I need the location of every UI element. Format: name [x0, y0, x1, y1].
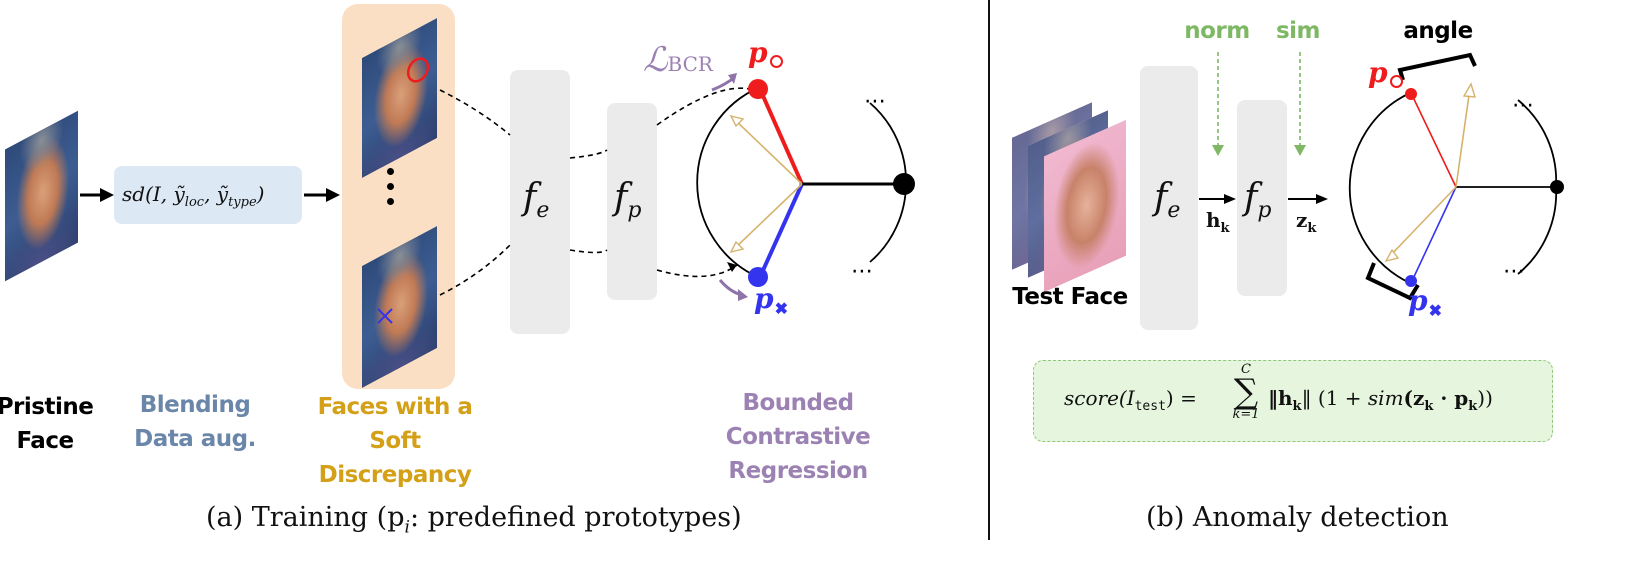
- score-formula-box: [1033, 360, 1553, 442]
- test-face-label: Test Face: [1012, 284, 1128, 310]
- arrow-to-blending: [80, 188, 114, 202]
- angle-label: angle: [1403, 18, 1473, 44]
- norm-label: norm: [1184, 18, 1250, 44]
- fe-encoder-label: fe: [523, 177, 550, 224]
- fp-projector-block: [607, 103, 657, 300]
- prototype-fake-label: p✖: [754, 282, 788, 318]
- score-formula: score(Itest) =: [1064, 386, 1197, 414]
- anomaly-prototype-fake-label: p✖: [1408, 284, 1442, 320]
- anomaly-fp-block: [1237, 100, 1287, 296]
- pristine-face-label: Pristine Face: [0, 394, 94, 454]
- ellipsis-top: ⋯: [864, 89, 886, 114]
- h-k-label: hk: [1206, 208, 1230, 236]
- anomaly-prototype-real-dot: [1405, 88, 1417, 100]
- z-k-label: zk: [1296, 208, 1317, 236]
- anomaly-ellipsis-bottom: ⋯: [1503, 259, 1525, 284]
- circle-glyph: [769, 55, 783, 68]
- anomaly-prototype-fake-dot: [1405, 275, 1417, 287]
- prototype-other-dot: [893, 173, 915, 195]
- anomaly-fe-block: [1140, 66, 1198, 330]
- prototype-real-label: p: [748, 36, 783, 69]
- anomaly-ellipsis-top: ⋯: [1512, 93, 1534, 118]
- bcr-label: Bounded Contrastive Regression: [725, 390, 871, 484]
- anomaly-prototype-diagram: ⋯ ⋯: [1199, 52, 1564, 301]
- soft-discrepancy-label: Faces with a Soft Discrepancy: [317, 394, 473, 488]
- sim-label: sim: [1275, 18, 1321, 44]
- fe-encoder-block: [510, 70, 570, 334]
- red-circle-mark: [406, 57, 430, 83]
- anomaly-caption: (b) Anomaly detection: [1146, 502, 1449, 533]
- blending-box: [114, 166, 302, 224]
- panel-divider: [988, 0, 990, 540]
- arrow-to-faces: [304, 188, 340, 202]
- fp-projector-label: fp: [614, 177, 642, 224]
- anomaly-cross-glyph: ✖: [1428, 301, 1442, 320]
- training-prototype-diagram: ⋯ ⋯: [439, 73, 915, 301]
- score-formula-rhs: ‖hk‖ (1 + sim(zk · pk)): [1268, 386, 1493, 414]
- anomaly-fp-label: fp: [1244, 177, 1272, 224]
- sd-formula: sd(I, ỹloc, ỹtype): [122, 182, 265, 210]
- blending-label: Blending Data aug.: [134, 392, 256, 452]
- blue-cross-mark: [377, 308, 393, 324]
- bcr-loss-label: ℒBCR: [643, 40, 713, 80]
- cross-glyph: ✖: [774, 299, 788, 318]
- vertical-ellipsis: [378, 168, 402, 218]
- prototype-fake-dot: [748, 267, 768, 287]
- ellipsis-bottom: ⋯: [851, 259, 873, 284]
- summation: C ∑ k=1: [1232, 362, 1260, 422]
- anomaly-prototype-real-label: p: [1368, 56, 1403, 89]
- prototype-real-dot: [748, 79, 768, 99]
- anomaly-fe-label: fe: [1154, 177, 1181, 224]
- training-caption: (a) Training (pi: predefined prototypes): [206, 502, 742, 538]
- anomaly-prototype-other-dot: [1550, 180, 1564, 194]
- anomaly-circle-glyph: [1389, 75, 1403, 88]
